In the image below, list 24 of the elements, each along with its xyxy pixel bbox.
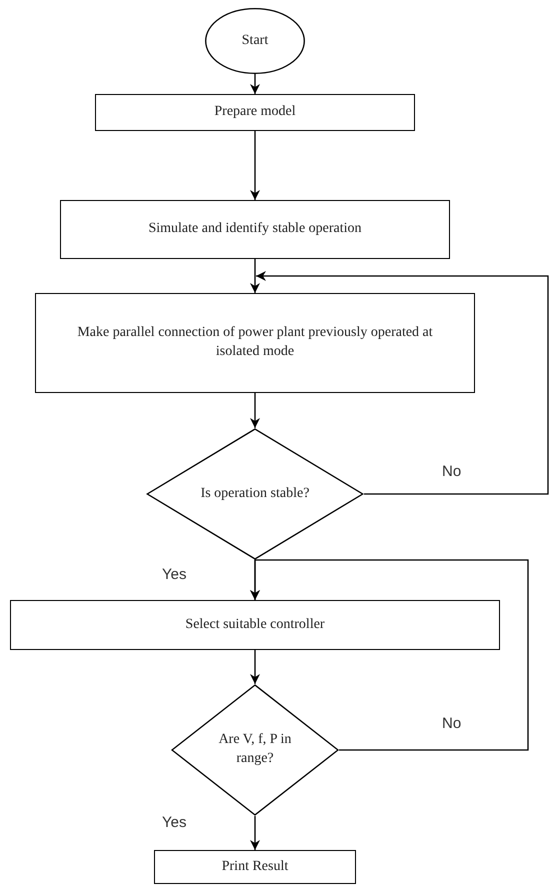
arrow (250, 816, 260, 850)
decision-diamond (171, 684, 339, 816)
node-text: Start (240, 32, 270, 50)
arrow (250, 259, 260, 293)
arrow (250, 74, 260, 94)
process-box (35, 293, 475, 393)
arrow (250, 393, 260, 428)
node-text: Make parallel connection of power plant previously operated at isolated mode (76, 324, 434, 361)
node-text: Select suitable controller (184, 616, 326, 634)
terminal-ellipse (205, 8, 305, 74)
process-box (60, 200, 450, 259)
node-text: Is operation stable? (200, 484, 310, 503)
process-box (154, 850, 356, 884)
node-text: Simulate and identify stable operation (147, 220, 363, 238)
node-text: Print Result (220, 858, 290, 876)
process-box (10, 600, 500, 650)
node-text: Are V, f, P in range? (218, 731, 292, 768)
decision-diamond (146, 428, 364, 560)
arrow (250, 559, 529, 751)
arrow (256, 271, 549, 495)
arrow (250, 650, 260, 684)
arrow (250, 131, 260, 200)
process-box (95, 94, 415, 131)
node-text: Prepare model (213, 103, 297, 122)
